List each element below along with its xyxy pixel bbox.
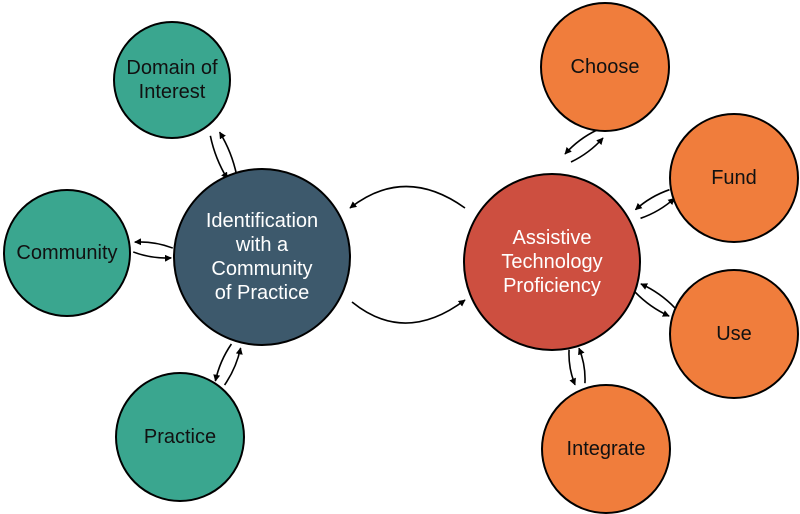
node-label-line: Interest <box>139 81 206 103</box>
node-label-line: Integrate <box>567 438 646 460</box>
node-label-line: Proficiency <box>503 275 601 297</box>
node-choose: Choose <box>540 2 670 132</box>
arrow-fund-forward <box>640 197 676 220</box>
arrow-fund-backward <box>634 188 670 211</box>
arrow-community-forward <box>132 251 172 262</box>
node-label-line: Practice <box>144 426 216 448</box>
node-label-line: Domain of <box>126 57 218 79</box>
arrow-integrate-forward <box>568 349 576 386</box>
node-label: Fund <box>711 167 757 189</box>
arrow-choose-backward <box>564 129 598 155</box>
arrow-domain-backward <box>218 131 238 176</box>
node-label: Community <box>16 242 117 264</box>
node-practice: Practice <box>115 372 245 502</box>
node-integrate: Integrate <box>541 384 671 514</box>
link-assistive-to-identification <box>349 185 466 209</box>
node-label: Use <box>716 323 752 345</box>
arrow-integrate-backward <box>578 347 586 384</box>
node-label-line: Fund <box>711 167 757 189</box>
arrow-practice-forward <box>223 347 243 386</box>
node-label-line: Community <box>211 258 312 280</box>
node-fund: Fund <box>669 113 799 243</box>
node-label-line: Choose <box>571 56 640 78</box>
node-label-line: of Practice <box>215 282 309 304</box>
node-label-line: Use <box>716 323 752 345</box>
node-use: Use <box>669 269 799 399</box>
connectors <box>132 129 676 386</box>
node-label-line: Technology <box>501 251 602 273</box>
node-label-line: with a <box>235 234 289 256</box>
arrow-domain-forward <box>209 135 229 180</box>
arrow-community-backward <box>134 238 174 249</box>
node-label: Practice <box>144 426 216 448</box>
arrow-choose-forward <box>570 137 604 163</box>
node-label-line: Assistive <box>513 227 592 249</box>
node-label: Integrate <box>567 438 646 460</box>
node-label: Choose <box>571 56 640 78</box>
node-label-line: Community <box>16 242 117 264</box>
arrow-use-backward <box>640 283 676 309</box>
arrow-use-forward <box>634 291 670 317</box>
node-community: Community <box>3 189 131 317</box>
arrow-practice-backward <box>213 343 233 382</box>
node-label-line: Identification <box>206 210 318 232</box>
link-identification-to-assistive <box>351 299 466 324</box>
